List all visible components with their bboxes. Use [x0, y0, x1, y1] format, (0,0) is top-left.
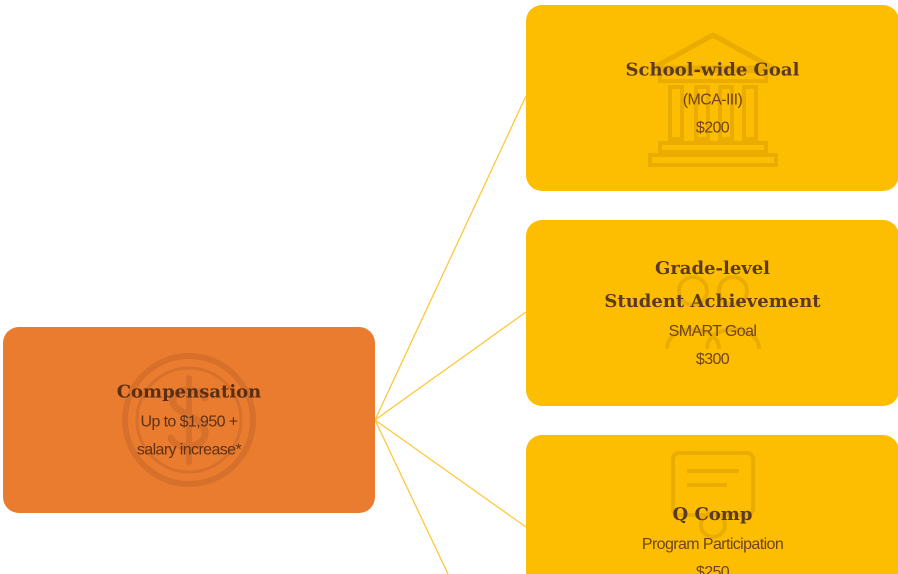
- q-comp-participation: Program Participation: [641, 536, 784, 553]
- school-wide-goal-test: (MCA-III): [682, 91, 743, 109]
- compensation-node: Compensation Up to $1,950 + salary incre…: [3, 327, 375, 513]
- student-achievement-title: Student Achievement: [604, 291, 821, 312]
- grade-level-goal-amount: $300: [695, 351, 730, 368]
- connector-to-qcomp: [374, 419, 527, 528]
- school-wide-goal-amount: $200: [695, 119, 730, 137]
- compensation-note: salary increase*: [136, 441, 242, 459]
- school-wide-goal-node: School-wide Goal (MCA-III) $200: [526, 5, 898, 191]
- grade-level-goal-node: Grade-level Student Achievement SMART Go…: [526, 220, 898, 406]
- connector-to-offscreen: [374, 419, 449, 574]
- grade-level-title: Grade-level: [654, 258, 771, 279]
- connector-to-grade-goal: [374, 311, 527, 421]
- q-comp-node: Q Comp Program Participation $250: [526, 435, 898, 574]
- connector-to-school-goal: [374, 95, 527, 421]
- smart-goal-label: SMART Goal: [668, 323, 757, 340]
- q-comp-title: Q Comp: [672, 504, 753, 525]
- q-comp-amount: $250: [695, 564, 730, 574]
- compensation-amount: Up to $1,950 +: [140, 413, 238, 431]
- compensation-title: Compensation: [116, 381, 262, 403]
- school-wide-goal-title: School-wide Goal: [625, 59, 800, 81]
